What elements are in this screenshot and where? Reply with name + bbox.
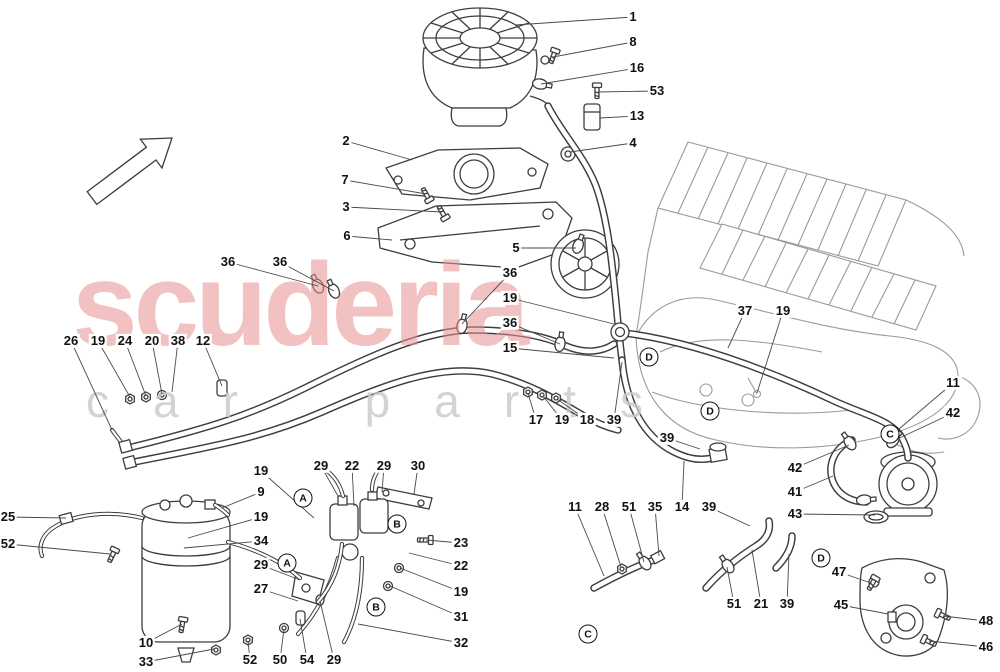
callout-7: 7: [339, 171, 351, 188]
callout-14: 14: [672, 498, 692, 515]
callout-19: 19: [451, 583, 471, 600]
callout-29: 29: [311, 457, 331, 474]
ref-letter-D: D: [639, 347, 659, 367]
callout-19: 19: [88, 332, 108, 349]
callout-29: 29: [251, 556, 271, 573]
callout-9: 9: [255, 483, 267, 500]
callout-36: 36: [218, 253, 238, 270]
callout-20: 20: [142, 332, 162, 349]
callout-39: 39: [777, 595, 797, 612]
ref-letter-A: A: [293, 488, 313, 508]
callout-51: 51: [619, 498, 639, 515]
ref-letter-D: D: [700, 401, 720, 421]
callout-38: 38: [168, 332, 188, 349]
ref-letter-C: C: [578, 624, 598, 644]
callout-32: 32: [451, 634, 471, 651]
callout-53: 53: [647, 82, 667, 99]
callout-46: 46: [976, 638, 996, 655]
callout-47: 47: [829, 563, 849, 580]
callout-31: 31: [451, 608, 471, 625]
callout-39: 39: [699, 498, 719, 515]
callout-19: 19: [773, 302, 793, 319]
ref-letter-A: A: [277, 553, 297, 573]
ref-letter-C: C: [880, 424, 900, 444]
callout-19: 19: [552, 411, 572, 428]
sai-valve-illustration: [859, 451, 948, 657]
callout-18: 18: [577, 411, 597, 428]
ref-letter-B: B: [387, 514, 407, 534]
callout-3: 3: [340, 198, 352, 215]
callout-45: 45: [831, 596, 851, 613]
callout-36: 36: [500, 314, 520, 331]
callout-29: 29: [374, 457, 394, 474]
callout-6: 6: [341, 227, 353, 244]
callout-52: 52: [0, 535, 18, 552]
ref-letter-D: D: [811, 548, 831, 568]
callout-28: 28: [592, 498, 612, 515]
mounting-brackets-illustration: [377, 147, 620, 299]
callout-8: 8: [627, 33, 639, 50]
callout-43: 43: [785, 505, 805, 522]
callout-29: 29: [324, 651, 344, 668]
callout-1: 1: [627, 8, 639, 25]
callout-11: 11: [566, 498, 584, 515]
direction-arrow-icon: [86, 137, 173, 206]
callout-23: 23: [451, 534, 471, 551]
callout-36: 36: [500, 264, 520, 281]
fasteners-illustration: [58, 46, 953, 656]
callout-26: 26: [61, 332, 81, 349]
callout-50: 50: [270, 651, 290, 668]
callout-39: 39: [657, 429, 677, 446]
callout-24: 24: [115, 332, 135, 349]
callout-15: 15: [500, 339, 520, 356]
callout-12: 12: [193, 332, 213, 349]
callout-21: 21: [751, 595, 771, 612]
callout-19: 19: [251, 508, 271, 525]
callout-34: 34: [251, 532, 271, 549]
callout-54: 54: [297, 651, 317, 668]
callout-25: 25: [0, 508, 18, 525]
callout-51: 51: [724, 595, 744, 612]
callout-2: 2: [340, 132, 352, 149]
callout-42: 42: [785, 459, 805, 476]
callout-27: 27: [251, 580, 271, 597]
callout-19: 19: [500, 289, 520, 306]
callout-19: 19: [251, 462, 271, 479]
callout-30: 30: [408, 457, 428, 474]
callout-16: 16: [627, 59, 647, 76]
callout-48: 48: [976, 612, 996, 629]
callout-36: 36: [270, 253, 290, 270]
callout-41: 41: [785, 483, 805, 500]
callout-10: 10: [136, 634, 156, 651]
callout-13: 13: [627, 107, 647, 124]
callout-22: 22: [342, 457, 362, 474]
callout-52: 52: [240, 651, 260, 668]
callout-42: 42: [943, 404, 963, 421]
callout-33: 33: [136, 653, 156, 670]
air-pump-illustration: [422, 7, 601, 162]
callout-35: 35: [645, 498, 665, 515]
callout-11: 11: [944, 374, 962, 391]
callout-17: 17: [526, 411, 546, 428]
callout-5: 5: [510, 239, 522, 256]
callout-22: 22: [451, 557, 471, 574]
callout-37: 37: [735, 302, 755, 319]
callout-4: 4: [627, 134, 639, 151]
ref-letter-B: B: [366, 597, 386, 617]
canister-illustration: [141, 494, 325, 663]
callout-39: 39: [604, 411, 624, 428]
